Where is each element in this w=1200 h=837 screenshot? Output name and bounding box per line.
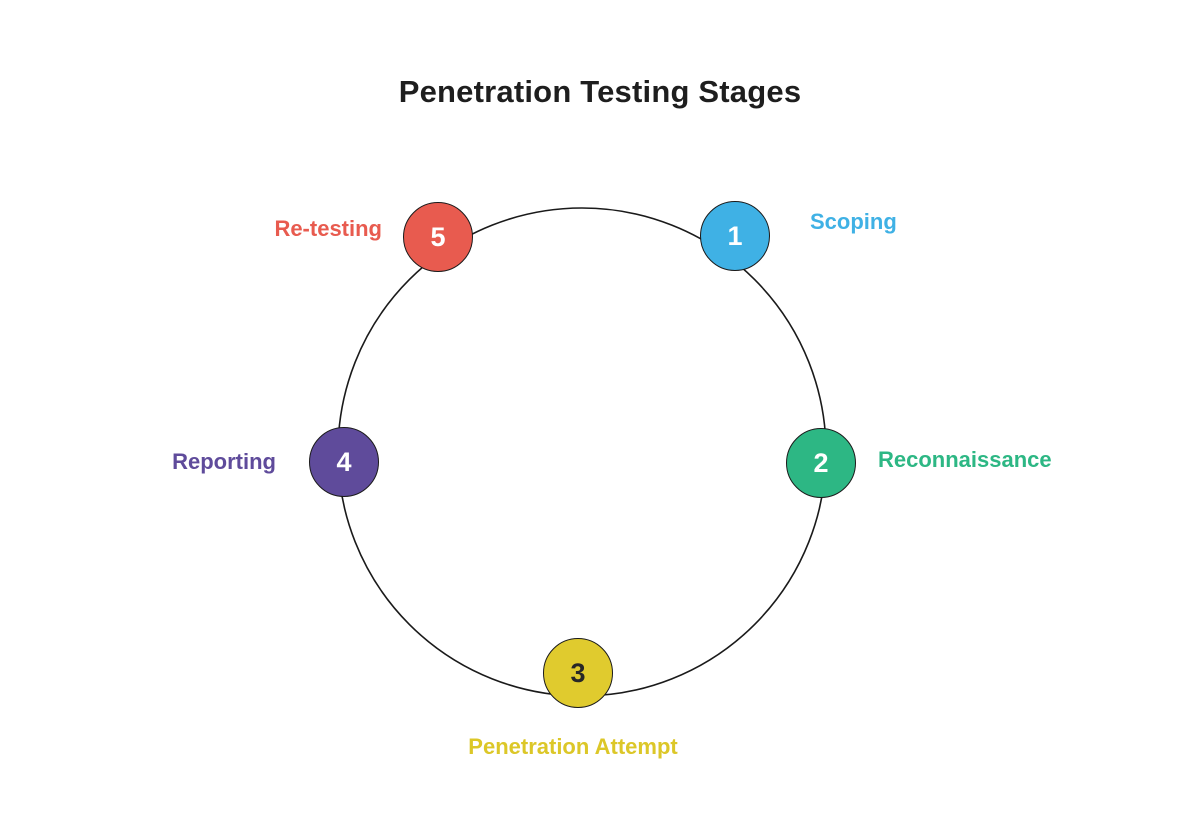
stage-label-re-testing: Re-testing [274,216,382,241]
stage-label-reconnaissance: Reconnaissance [878,447,1052,472]
cycle-ring-circle [337,207,827,697]
stage-number-3: 3 [570,657,586,688]
stage-node-1: 1 [700,201,770,271]
stage-number-5: 5 [430,221,446,252]
stage-node-5: 5 [403,202,473,272]
stage-node-3: 3 [543,638,613,708]
stage-number-4: 4 [336,446,352,477]
stage-node-4: 4 [309,427,379,497]
diagram-title: Penetration Testing Stages [398,74,802,109]
stage-label-reporting: Reporting [172,449,276,474]
stage-label-penetration-attempt: Penetration Attempt [468,734,678,759]
stage-label-scoping: Scoping [810,209,897,234]
stage-number-2: 2 [813,447,829,478]
stage-number-1: 1 [727,220,743,251]
stage-node-2: 2 [786,428,856,498]
